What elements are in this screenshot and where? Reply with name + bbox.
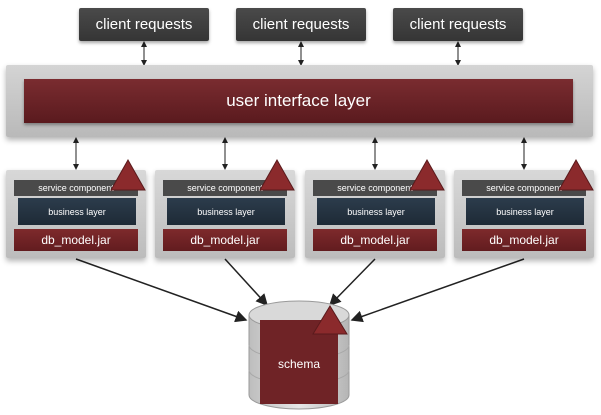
- database-cylinder-icon: [248, 300, 350, 410]
- db-model-jar: db_model.jar: [163, 229, 287, 251]
- triangle-icon: [409, 159, 445, 191]
- arrow-svc3-schema: [328, 258, 376, 307]
- triangle-icon: [312, 305, 348, 335]
- business-layer: business layer: [317, 198, 435, 225]
- db-model-jar: db_model.jar: [14, 229, 138, 251]
- service-component-title: service component: [14, 180, 138, 196]
- service-component: service component business layer db_mode…: [155, 159, 295, 258]
- service-component: service component business layer db_mode…: [6, 159, 146, 258]
- service-component-title: service component: [313, 180, 437, 196]
- db-model-jar: db_model.jar: [462, 229, 586, 251]
- arrow-svc1-schema: [75, 258, 248, 323]
- triangle-icon: [259, 159, 295, 191]
- schema-label: schema: [277, 357, 321, 371]
- client-requests-box: client requests: [393, 8, 523, 41]
- ui-layer-label: user interface layer: [24, 79, 573, 123]
- business-layer: business layer: [18, 198, 136, 225]
- service-component: service component business layer db_mode…: [454, 159, 594, 258]
- client-requests-box: client requests: [79, 8, 209, 41]
- arrow-svc2-schema: [224, 258, 269, 307]
- client-requests-box: client requests: [236, 8, 366, 41]
- triangle-icon: [558, 159, 594, 191]
- arrow-svc4-schema: [350, 258, 525, 323]
- service-component-title: service component: [462, 180, 586, 196]
- business-layer: business layer: [466, 198, 584, 225]
- db-model-jar: db_model.jar: [313, 229, 437, 251]
- triangle-icon: [110, 159, 146, 191]
- service-component: service component business layer db_mode…: [305, 159, 445, 258]
- business-layer: business layer: [167, 198, 285, 225]
- service-component-title: service component: [163, 180, 287, 196]
